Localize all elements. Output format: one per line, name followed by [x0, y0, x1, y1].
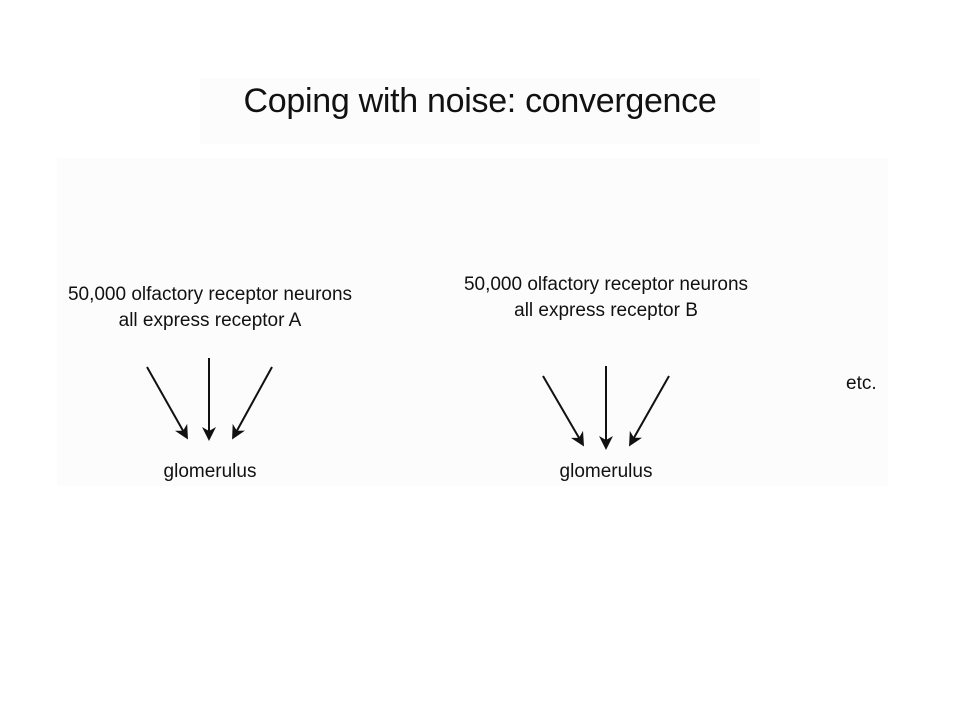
group-b-caption: 50,000 olfactory receptor neurons all ex… [436, 272, 776, 324]
group-a-neuron-count: 50,000 olfactory receptor neurons [67, 284, 353, 305]
slide-title: Coping with noise: convergence [243, 82, 717, 120]
group-b-glomerulus: glomerulus [559, 461, 653, 482]
group-b-receptor: all express receptor B [514, 300, 698, 321]
title-background [200, 78, 760, 144]
group-b-right-arrow [629, 375, 670, 447]
diagram-panel [57, 158, 888, 486]
group-a-glomerulus: glomerulus [163, 461, 257, 482]
group-a-receptor: all express receptor A [118, 310, 302, 331]
group-b-left-arrow [542, 375, 585, 447]
group-b-neuron-count: 50,000 olfactory receptor neurons [463, 274, 749, 295]
group-a-caption: 50,000 olfactory receptor neurons all ex… [40, 282, 380, 334]
group-a-right-arrow [232, 366, 273, 440]
group-a-left-arrow [146, 366, 188, 440]
continuation-label: etc. [846, 373, 877, 394]
